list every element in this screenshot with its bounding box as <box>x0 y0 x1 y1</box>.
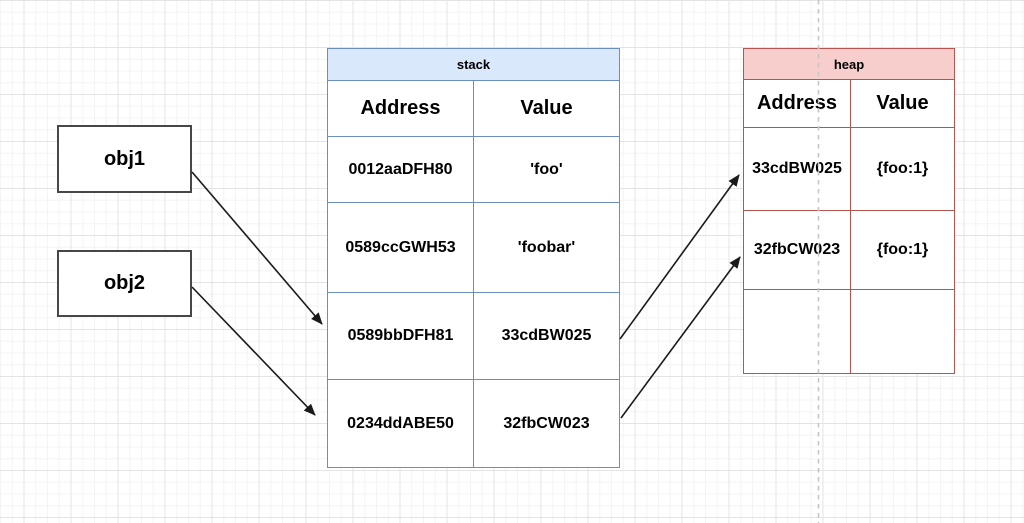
arrow-obj2-to-stack-row4[interactable] <box>191 286 316 416</box>
stack-row4-value: 32fbCW023 <box>503 414 590 432</box>
node-obj2[interactable]: obj2 <box>57 250 192 317</box>
heap-column-header-address: Address <box>744 80 851 127</box>
heap-row3-address <box>744 290 851 373</box>
stack-table-row[interactable]: 0589ccGWH53 'foobar' <box>328 203 619 293</box>
stack-row3-value: 33cdBW025 <box>501 327 592 344</box>
heap-row1-value: {foo:1} <box>876 160 929 177</box>
heap-table-title-bar[interactable]: heap <box>743 48 955 80</box>
node-obj1[interactable]: obj1 <box>57 125 192 193</box>
heap-row1-address: 33cdBW025 <box>744 128 851 210</box>
node-obj2-label: obj2 <box>103 272 146 294</box>
stack-row1-address: 0012aaDFH80 <box>328 137 474 202</box>
heap-row2-value: {foo:1} <box>876 241 929 258</box>
arrow-stack-row4-to-heap-row2[interactable] <box>620 256 741 419</box>
stack-table-title-bar[interactable]: stack <box>327 48 620 81</box>
heap-table-row[interactable] <box>744 290 954 373</box>
stack-table-row[interactable]: 0012aaDFH80 'foo' <box>328 137 619 203</box>
stack-table-row[interactable]: 0234ddABE50 32fbCW023 <box>328 380 619 467</box>
heap-table-row[interactable]: 32fbCW023 {foo:1} <box>744 211 954 290</box>
heap-row3-value <box>851 290 954 373</box>
heap-column-header-value: Value <box>876 92 929 114</box>
heap-table-title: heap <box>833 56 865 72</box>
stack-table-title: stack <box>456 57 491 72</box>
stack-row2-address: 0589ccGWH53 <box>328 203 474 292</box>
heap-row2-address: 32fbCW023 <box>744 211 851 289</box>
stack-row4-address: 0234ddABE50 <box>328 380 474 467</box>
arrow-stack-row3-to-heap-row1[interactable] <box>619 174 740 340</box>
arrow-obj1-to-stack-row3[interactable] <box>191 171 323 325</box>
heap-table-body: Address Value 33cdBW025 {foo:1} 32fbCW02… <box>743 79 955 374</box>
stack-column-header-value: Value <box>520 97 573 119</box>
stack-row3-address: 0589bbDFH81 <box>328 293 474 379</box>
node-obj1-label: obj1 <box>103 147 146 170</box>
stack-row1-value: 'foo' <box>530 160 563 178</box>
stack-table-body: Address Value 0012aaDFH80 'foo' 0589ccGW… <box>327 80 620 468</box>
heap-column-header-row[interactable]: Address Value <box>744 80 954 128</box>
stack-column-header-address: Address <box>328 81 474 136</box>
heap-table[interactable]: heap Address Value 33cdBW025 {foo:1} 32f… <box>743 48 955 374</box>
stack-table-row[interactable]: 0589bbDFH81 33cdBW025 <box>328 293 619 380</box>
heap-table-row[interactable]: 33cdBW025 {foo:1} <box>744 128 954 211</box>
stack-column-header-row[interactable]: Address Value <box>328 81 619 137</box>
stack-table[interactable]: stack Address Value 0012aaDFH80 'foo' 05… <box>327 48 620 468</box>
stack-row2-value: 'foobar' <box>517 238 576 256</box>
